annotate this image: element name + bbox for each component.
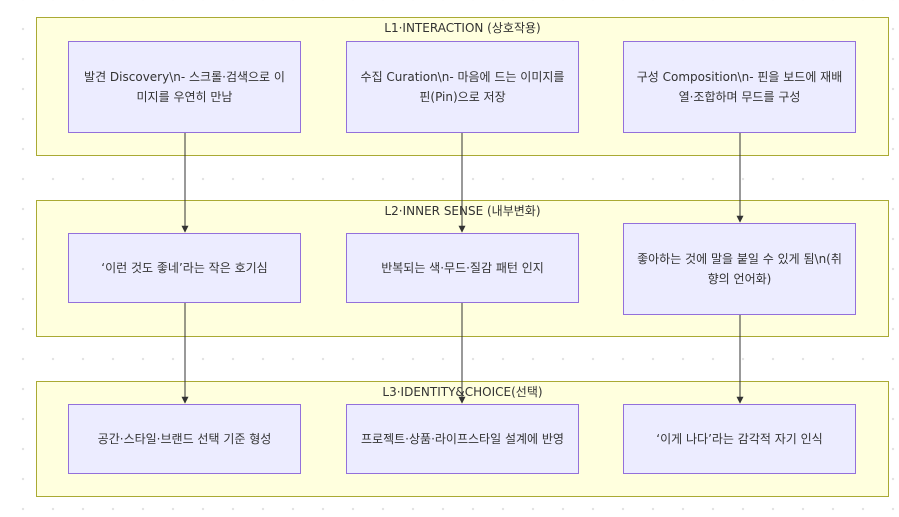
node-selection-criteria: 공간·스타일·브랜드 선택 기준 형성 [68,404,301,474]
node-label: 좋아하는 것에 말을 붙일 수 있게 됨\n(취향의 언어화) [637,252,842,286]
layer-title: L3·IDENTITY&CHOICE(선택) [382,385,543,399]
node-label: 반복되는 색·무드·질감 패턴 인지 [381,261,544,275]
layer-title: L1·INTERACTION (상호작용) [384,21,541,35]
node-discovery: 발견 Discovery\n- 스크롤·검색으로 이미지를 우연히 만남 [68,41,301,133]
node-curation: 수집 Curation\n- 마음에 드는 이미지를 핀(Pin)으로 저장 [346,41,579,133]
node-label: 수집 Curation\n- 마음에 드는 이미지를 핀(Pin)으로 저장 [360,70,565,104]
layer-title: L2·INNER SENSE (내부변화) [384,204,541,218]
node-label: 구성 Composition\n- 핀을 보드에 재배열·조합하며 무드를 구성 [636,70,843,104]
node-design-reflection: 프로젝트·상품·라이프스타일 설계에 반영 [346,404,579,474]
node-curiosity: ‘이런 것도 좋네’라는 작은 호기심 [68,233,301,303]
node-taste-language: 좋아하는 것에 말을 붙일 수 있게 됨\n(취향의 언어화) [623,223,856,315]
node-label: 발견 Discovery\n- 스크롤·검색으로 이미지를 우연히 만남 [84,70,285,104]
node-label: 프로젝트·상품·라이프스타일 설계에 반영 [361,432,564,446]
node-composition: 구성 Composition\n- 핀을 보드에 재배열·조합하며 무드를 구성 [623,41,856,133]
node-label: ‘이게 나다’라는 감각적 자기 인식 [656,432,823,446]
node-self-recognition: ‘이게 나다’라는 감각적 자기 인식 [623,404,856,474]
node-label: ‘이런 것도 좋네’라는 작은 호기심 [101,261,268,275]
node-label: 공간·스타일·브랜드 선택 기준 형성 [97,432,272,446]
node-pattern-recognition: 반복되는 색·무드·질감 패턴 인지 [346,233,579,303]
